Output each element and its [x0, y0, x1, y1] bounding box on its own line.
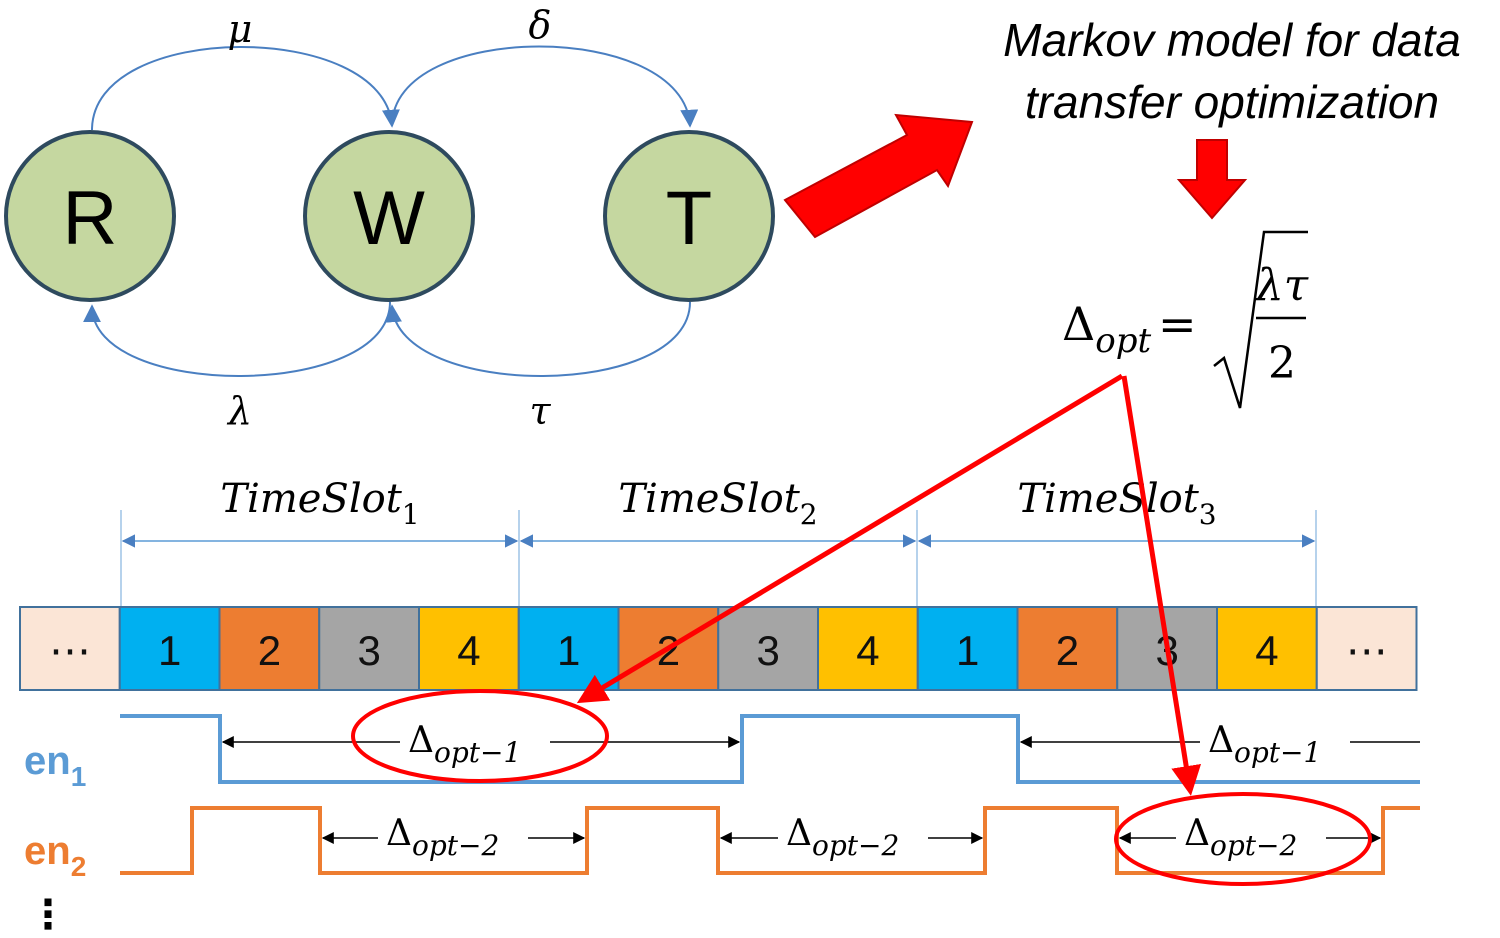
slot-cell-label: 1	[158, 627, 181, 674]
slot-cell-label: 4	[1255, 627, 1278, 674]
state-r-label: R	[63, 176, 118, 261]
pointer-line-to-en1	[576, 373, 1124, 704]
slot-cell-ellipsis	[1315, 606, 1418, 691]
transition-r-to-w	[91, 46, 400, 131]
highlight-ellipse-en1	[351, 689, 609, 783]
slot-cell-2	[1016, 606, 1119, 691]
timeslot-3-label: TimeSlot3	[1017, 476, 1216, 531]
en1-label: en1	[24, 739, 86, 792]
more-signals-ellipsis: ⋮	[28, 893, 68, 937]
transition-t-to-w	[384, 301, 691, 377]
slot-cell-label: 4	[457, 627, 480, 674]
state-t: T	[603, 130, 775, 302]
pointer-line-to-en2	[1121, 375, 1202, 796]
caption-line-1: Markov model for data	[1003, 14, 1461, 66]
formula-denominator: 2	[1268, 338, 1296, 389]
state-w: W	[303, 130, 475, 302]
slot-cell-label: 1	[956, 627, 979, 674]
tau-label: τ	[529, 389, 551, 433]
delta-label: δ	[529, 3, 552, 47]
transition-w-to-r	[83, 301, 391, 377]
highlight-ellipse-en2	[1114, 792, 1372, 886]
down-red-arrow	[1176, 139, 1248, 220]
state-t-label: T	[666, 176, 712, 261]
slot-cell-label: 2	[1056, 627, 1079, 674]
en2-waveform	[120, 806, 1420, 875]
transition-w-to-t	[391, 45, 699, 128]
slot-cell-ellipsis-label: ⋯	[1346, 627, 1388, 674]
sqrt-sign	[1213, 230, 1308, 409]
caption-line-2: transfer optimization	[1025, 76, 1439, 128]
slot-cell-label: 4	[856, 627, 879, 674]
en1-interval-2-label: Δopt−1	[1208, 720, 1321, 769]
lambda-label: λ	[226, 389, 252, 433]
en1-waveform	[120, 714, 1420, 784]
en2-signal: en2 Δopt−2 Δopt−2 Δopt−2 ⋮	[24, 806, 1420, 937]
slot-cell-label: 2	[258, 627, 281, 674]
en2-interval-3-label: Δopt−2	[1184, 813, 1297, 862]
markov-chain: μ δ λ τ R W T	[4, 3, 775, 433]
formula-numerator: λτ	[1254, 260, 1309, 311]
optimal-interval-formula: Δopt = λτ 2	[1062, 230, 1309, 409]
en2-label: en2	[24, 829, 86, 882]
slot-cell-4	[817, 606, 919, 691]
slot-cell-label: 3	[357, 627, 380, 674]
slot-bar: ⋯123412341234⋯	[19, 606, 1418, 691]
mu-label: μ	[228, 7, 253, 51]
formula-equals: =	[1158, 297, 1197, 351]
state-w-label: W	[353, 176, 425, 261]
timeslot-1-label: TimeSlot1	[220, 476, 419, 531]
formula-lhs: Δopt	[1062, 297, 1151, 361]
en1-interval-1-label: Δopt−1	[408, 720, 521, 769]
timeslot-headers: TimeSlot1 TimeSlot2 TimeSlot3	[120, 476, 1317, 608]
slot-cell-label: 1	[557, 627, 580, 674]
timeslot-2-label: TimeSlot2	[618, 476, 817, 531]
en2-interval-1-label: Δopt−2	[386, 813, 499, 862]
state-r: R	[4, 130, 176, 302]
slot-cell-label: 3	[756, 627, 779, 674]
en2-interval-2-label: Δopt−2	[786, 813, 899, 862]
slot-cell-ellipsis-label: ⋯	[49, 627, 91, 674]
big-red-arrow	[783, 113, 974, 239]
en1-signal: en1 Δopt−1 Δopt−1	[24, 714, 1420, 792]
